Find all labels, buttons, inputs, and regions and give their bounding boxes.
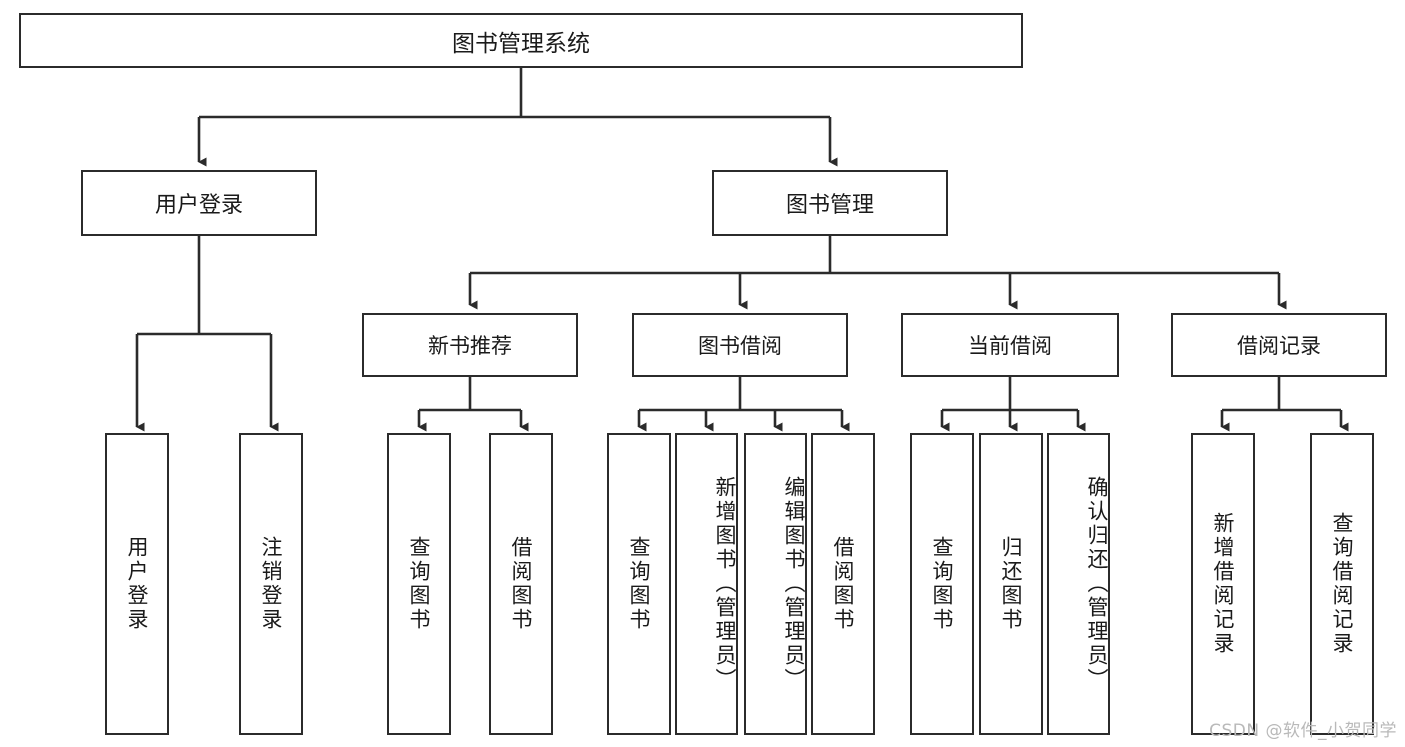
node-label: 用户登录 [125, 536, 150, 632]
node-label: 新增图书（管理员） [713, 476, 737, 692]
node-label: 当前借阅 [968, 334, 1052, 358]
node-label: 查询借阅记录 [1330, 512, 1355, 656]
leaf-borrow-record-add[interactable]: 新增借阅记录 [1191, 433, 1255, 735]
node-current-borrow[interactable]: 当前借阅 [901, 313, 1119, 377]
node-label: 图书管理系统 [452, 30, 590, 57]
node-new-book-recommend[interactable]: 新书推荐 [362, 313, 578, 377]
node-label: 查询图书 [930, 536, 955, 632]
node-label: 归还图书 [999, 536, 1024, 632]
leaf-new-book-borrow[interactable]: 借阅图书 [489, 433, 553, 735]
node-label: 新增借阅记录 [1211, 512, 1236, 656]
node-book-borrow[interactable]: 图书借阅 [632, 313, 848, 377]
node-label: 新书推荐 [428, 334, 512, 358]
node-root-system[interactable]: 图书管理系统 [19, 13, 1023, 68]
node-label: 查询图书 [407, 536, 432, 632]
node-label: 注销登录 [259, 536, 284, 632]
node-label: 借阅图书 [831, 536, 856, 632]
leaf-book-borrow-edit[interactable]: 编辑图书（管理员） [744, 433, 807, 735]
leaf-current-borrow-return[interactable]: 归还图书 [979, 433, 1043, 735]
leaf-current-borrow-confirm-return[interactable]: 确认归还（管理员） [1047, 433, 1110, 735]
node-label: 图书借阅 [698, 334, 782, 358]
node-user-login[interactable]: 用户登录 [81, 170, 317, 236]
node-label: 图书管理 [785, 193, 874, 218]
watermark: CSDN @软件_小贺同学 [1209, 721, 1397, 741]
leaf-current-borrow-query[interactable]: 查询图书 [910, 433, 974, 735]
node-label: 借阅记录 [1237, 334, 1321, 358]
leaf-new-book-query[interactable]: 查询图书 [387, 433, 451, 735]
node-label: 确认归还（管理员） [1085, 476, 1109, 692]
node-label: 编辑图书（管理员） [782, 476, 806, 692]
leaf-book-borrow-add[interactable]: 新增图书（管理员） [675, 433, 738, 735]
node-borrow-record[interactable]: 借阅记录 [1171, 313, 1387, 377]
node-label: 查询图书 [627, 536, 652, 632]
leaf-borrow-record-query[interactable]: 查询借阅记录 [1310, 433, 1374, 735]
leaf-book-borrow-borrow[interactable]: 借阅图书 [811, 433, 875, 735]
node-book-management[interactable]: 图书管理 [712, 170, 948, 236]
leaf-user-login-signin[interactable]: 用户登录 [105, 433, 169, 735]
leaf-user-login-signout[interactable]: 注销登录 [239, 433, 303, 735]
node-label: 借阅图书 [509, 536, 534, 632]
node-label: 用户登录 [154, 193, 243, 218]
leaf-book-borrow-query[interactable]: 查询图书 [607, 433, 671, 735]
